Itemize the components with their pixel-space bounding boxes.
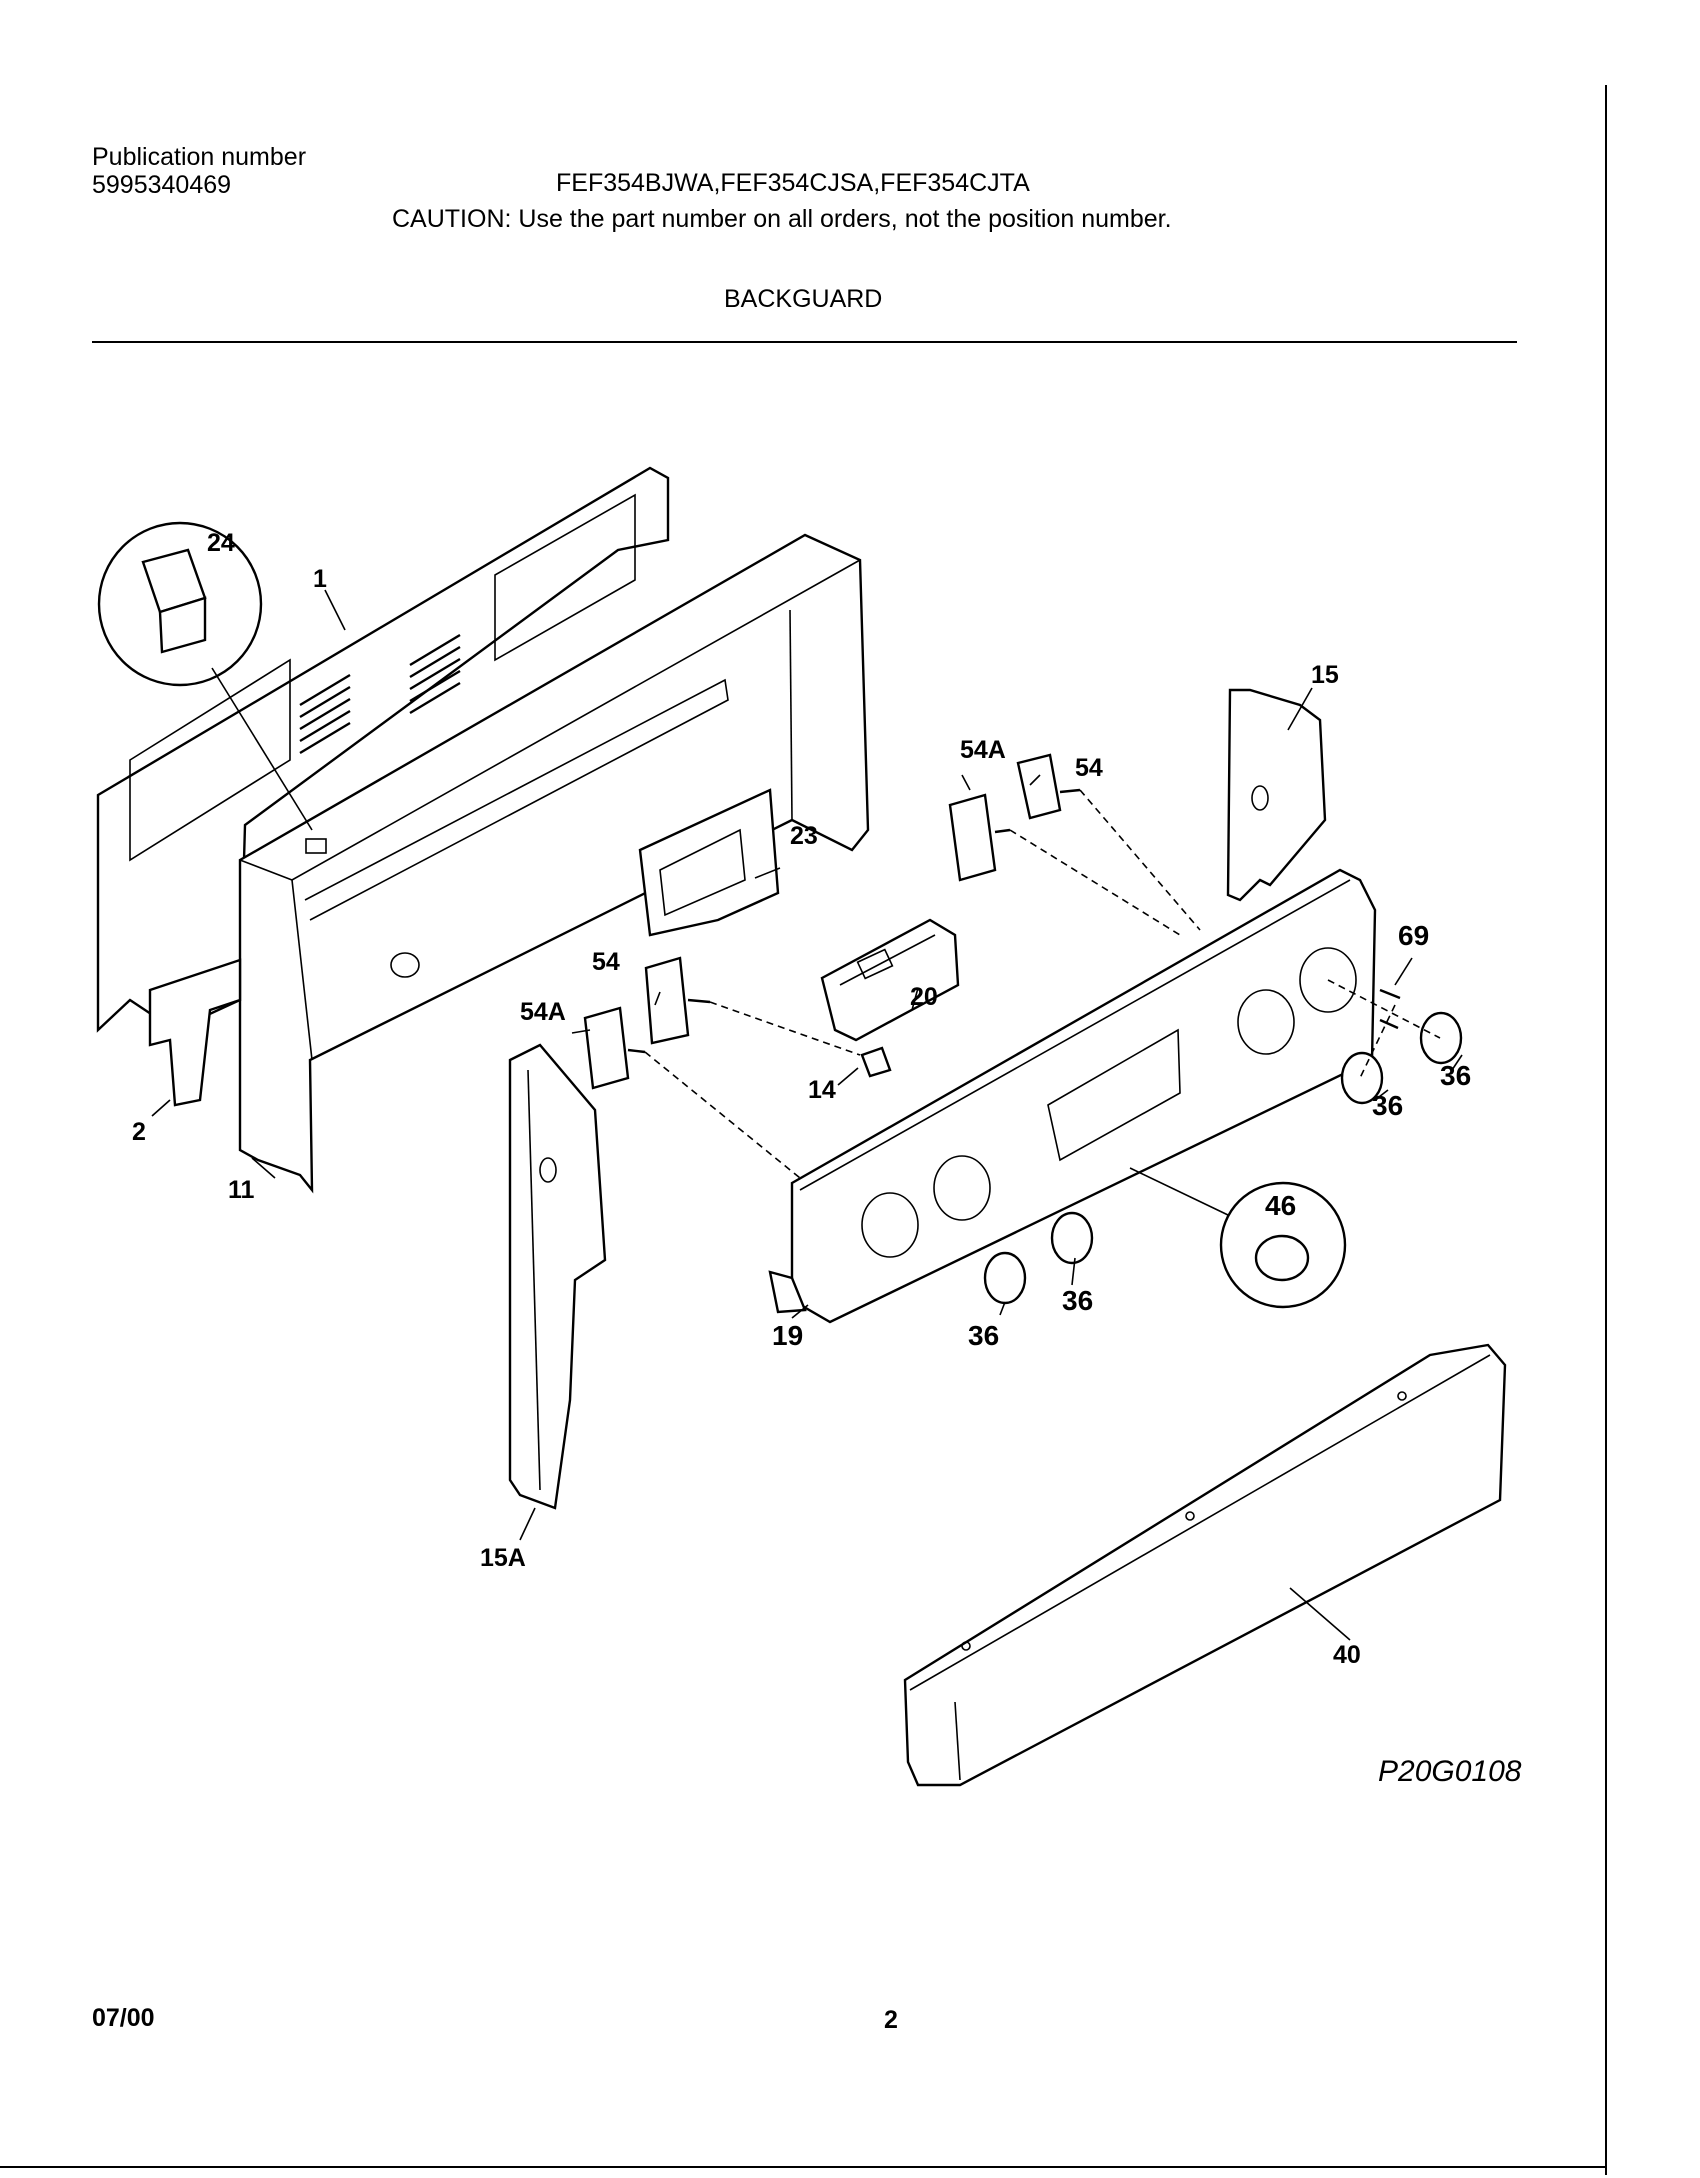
part-side-bracket-15 xyxy=(1226,688,1327,902)
callout-36-b: 36 xyxy=(1372,1090,1403,1121)
caution-note: CAUTION: Use the part number on all orde… xyxy=(392,205,1172,233)
callout-54-top: 54 xyxy=(1075,754,1103,782)
part-side-bracket-15A xyxy=(508,1043,607,1510)
part-switch-14 xyxy=(860,1046,892,1078)
callout-40: 40 xyxy=(1333,1641,1361,1669)
leader-lines xyxy=(151,589,1463,1641)
page-right-border xyxy=(1605,85,1607,2175)
part-control-panel-19 xyxy=(768,868,1377,1324)
publication-number: 5995340469 xyxy=(92,171,232,199)
callout-46: 46 xyxy=(1265,1190,1296,1221)
callout-36-c: 36 xyxy=(1062,1285,1093,1316)
footer-page-number: 2 xyxy=(884,2006,898,2034)
callout-24: 24 xyxy=(207,529,235,557)
callout-23: 23 xyxy=(790,822,818,850)
part-switches-top xyxy=(948,753,1081,882)
part-bracket-23 xyxy=(638,788,780,937)
callout-54a-top: 54A xyxy=(960,736,1006,764)
callout-69: 69 xyxy=(1398,920,1429,951)
callout-36-a: 36 xyxy=(1440,1060,1471,1091)
publication-block: Publication number 5995340469 xyxy=(92,143,306,199)
callout-1: 1 xyxy=(313,565,327,593)
part-trim-40 xyxy=(903,1343,1507,1787)
callout-54-left: 54 xyxy=(592,948,620,976)
callout-2: 2 xyxy=(132,1118,146,1146)
assembly-lines xyxy=(644,789,1441,1179)
header-divider xyxy=(92,341,1517,343)
callout-15: 15 xyxy=(1311,661,1339,689)
callout-14: 14 xyxy=(808,1076,836,1104)
model-numbers: FEF354BJWA,FEF354CJSA,FEF354CJTA xyxy=(556,169,1030,197)
part-knobs-36 xyxy=(983,1011,1463,1305)
footer-date: 07/00 xyxy=(92,2004,155,2032)
vent-slots xyxy=(299,633,461,755)
section-title: BACKGUARD xyxy=(724,285,883,313)
callout-15a: 15A xyxy=(480,1544,526,1572)
callout-11: 11 xyxy=(228,1176,255,1204)
page-bottom-border xyxy=(0,2166,1607,2168)
part-detail-24 xyxy=(97,521,313,831)
part-bracket-2 xyxy=(148,958,242,1107)
part-switches-left xyxy=(583,956,711,1090)
callout-19: 19 xyxy=(772,1320,803,1351)
callout-54a-left: 54A xyxy=(520,998,566,1026)
part-clock-20 xyxy=(820,918,960,1042)
part-screws-69 xyxy=(1379,988,1401,1030)
callout-36-d: 36 xyxy=(968,1320,999,1351)
publication-label: Publication number xyxy=(92,143,307,171)
part-detail-46 xyxy=(1129,1167,1347,1309)
callout-20: 20 xyxy=(910,983,938,1011)
diagram-number: P20G0108 xyxy=(1378,1755,1522,1788)
part-backguard-frame xyxy=(238,533,870,1194)
